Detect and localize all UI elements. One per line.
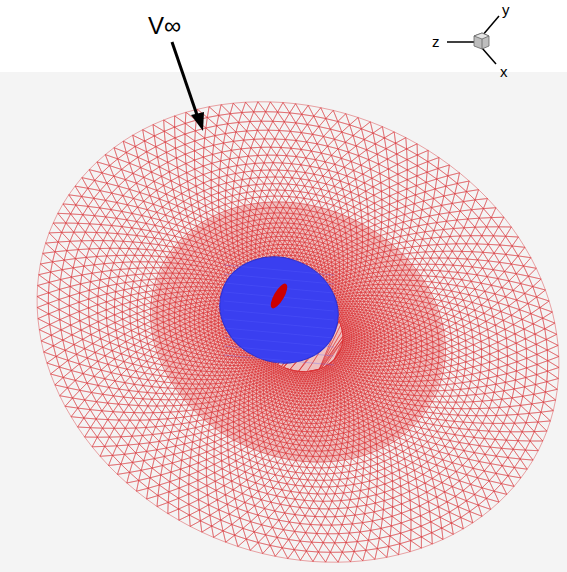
axis-triad (447, 16, 499, 64)
axis-label: x (500, 64, 508, 79)
blue-surface-mesh (205, 241, 353, 380)
axis-label: y (502, 2, 510, 17)
surface-grid (224, 265, 334, 365)
freestream-label: V∞ (148, 14, 181, 38)
mesh-edges (37, 102, 559, 562)
axis-label: z (432, 34, 440, 49)
red-body (268, 281, 291, 310)
dense-mesh-zone (110, 157, 486, 507)
triangular-mesh (37, 102, 559, 562)
body-surface (205, 241, 353, 380)
background-panel (0, 72, 567, 572)
freestream-arrow (172, 42, 204, 131)
